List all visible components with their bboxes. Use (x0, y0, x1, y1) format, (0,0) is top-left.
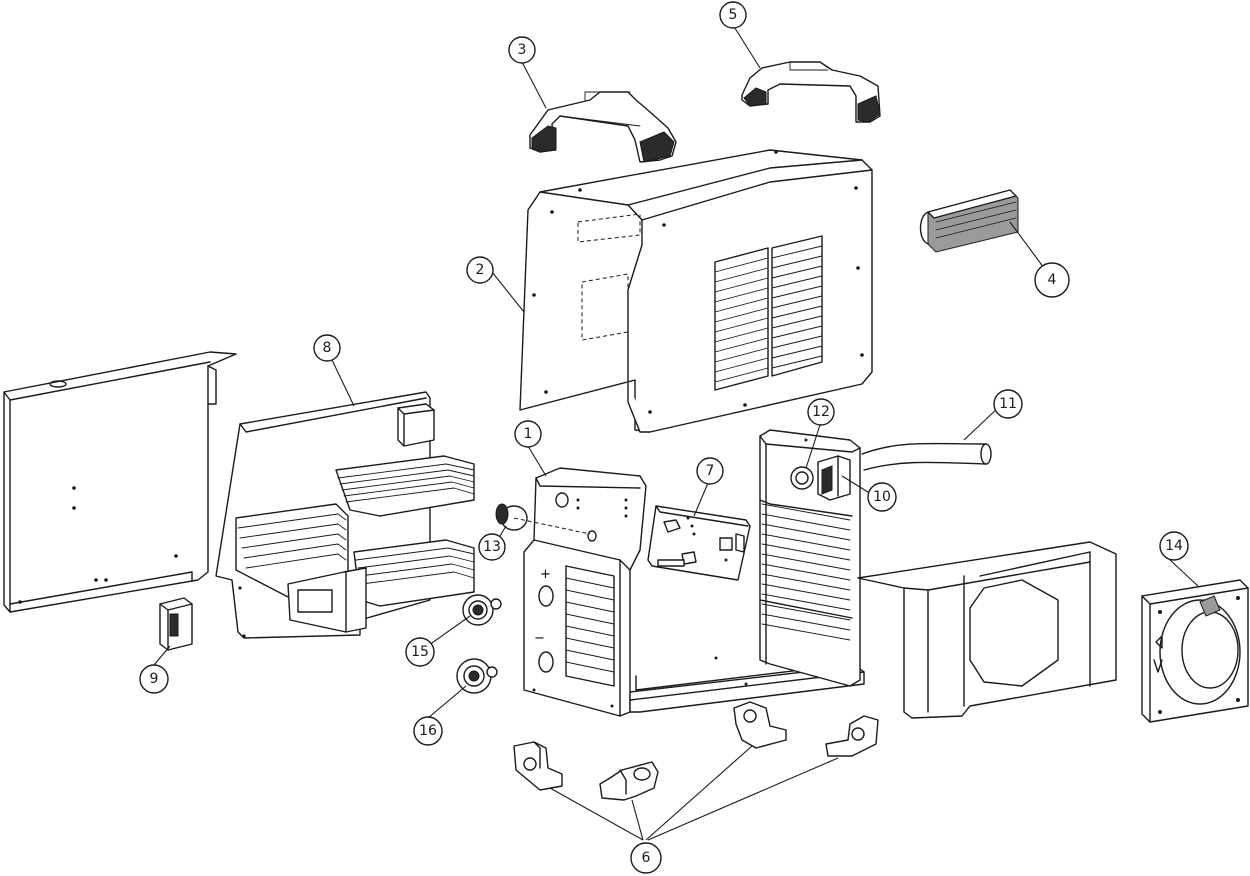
part-fan-duct (857, 541, 1117, 719)
part-cable-clamp (817, 455, 851, 501)
part-foot-4 (825, 715, 879, 757)
part-control-board (647, 505, 751, 581)
svg-text:16: 16 (419, 723, 437, 739)
part-handle-left (529, 91, 677, 163)
svg-text:9: 9 (150, 671, 159, 687)
part-foot-2 (599, 761, 659, 801)
leader-lines (153, 24, 1199, 841)
callout-5: 5 (719, 1, 747, 29)
callout-6: 6 (630, 842, 662, 874)
callout-1: 1 (514, 420, 542, 448)
part-cable (861, 442, 992, 471)
plus-mark: + (540, 567, 551, 582)
callout-15: 15 (405, 637, 435, 667)
svg-text:11: 11 (999, 396, 1017, 412)
cover-vents (714, 235, 823, 391)
svg-text:14: 14 (1165, 538, 1183, 554)
svg-text:15: 15 (411, 644, 429, 660)
part-knob (495, 503, 528, 531)
part-foot-1 (513, 741, 563, 791)
callout-12: 12 (807, 398, 835, 426)
part-connector-upper (462, 594, 502, 626)
callout-2: 2 (466, 256, 494, 284)
svg-text:10: 10 (873, 489, 891, 505)
part-cover (519, 149, 873, 433)
svg-text:4: 4 (1048, 272, 1057, 288)
svg-text:3: 3 (518, 42, 527, 58)
part-fan (1141, 579, 1249, 723)
callout-9: 9 (139, 664, 169, 694)
callout-13: 13 (478, 533, 506, 561)
svg-text:1: 1 (524, 426, 533, 442)
part-switch (159, 597, 193, 651)
callout-16: 16 (413, 716, 443, 746)
callout-7: 7 (696, 457, 724, 485)
svg-text:6: 6 (642, 850, 651, 866)
minus-mark: − (534, 631, 545, 646)
svg-text:13: 13 (483, 539, 501, 555)
part-side-panel (3, 351, 237, 613)
callout-8: 8 (313, 334, 341, 362)
svg-text:7: 7 (706, 463, 715, 479)
part-connector-lower (456, 658, 498, 694)
svg-text:8: 8 (323, 340, 332, 356)
callout-4: 4 (1034, 262, 1070, 298)
callout-10: 10 (867, 482, 897, 512)
part-handle-right (741, 61, 881, 123)
svg-text:12: 12 (812, 404, 830, 420)
svg-text:2: 2 (476, 262, 485, 278)
part-foot-3 (733, 701, 787, 749)
callout-3: 3 (508, 36, 536, 64)
callout-11: 11 (993, 389, 1023, 419)
part-strap (919, 189, 1019, 253)
callout-14: 14 (1159, 531, 1189, 561)
svg-text:5: 5 (729, 7, 738, 23)
part-main-board (215, 391, 475, 639)
part-cable-gland (790, 466, 814, 490)
